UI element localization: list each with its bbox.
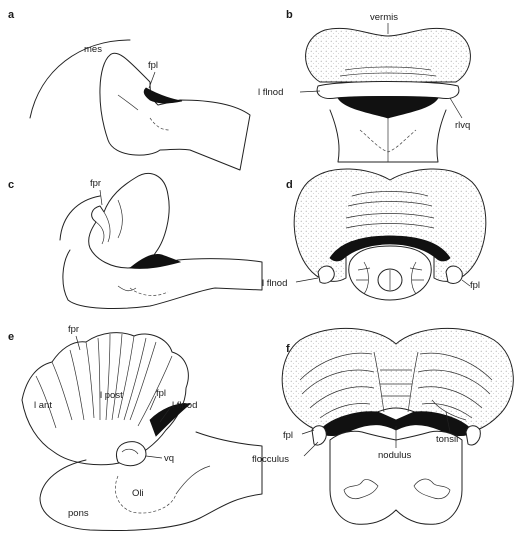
panel-a: a mes fpl (8, 9, 250, 170)
label-vermis: vermis (370, 12, 398, 23)
fourth-ventricle-a (144, 88, 182, 103)
label-oli: Oli (132, 488, 144, 499)
cerebellar-plate-outline (100, 53, 250, 170)
label-fpr-c: fpr (90, 178, 101, 189)
flocculonodular-band-b (317, 82, 459, 99)
label-lant: l ant (34, 400, 52, 411)
fourth-ventricle-c (130, 254, 180, 268)
panel-d-letter: d (286, 179, 293, 191)
panel-f: f fpl flocculus nodulus tonsi (252, 328, 513, 524)
label-fpl-a: fpl (148, 60, 158, 71)
label-flocculus: flocculus (252, 454, 289, 465)
flocculus-left-d (318, 266, 334, 283)
label-lflnod-b: l flnod (258, 87, 283, 98)
cerebellum-body-b (306, 28, 471, 82)
panel-d: d l flnod fpl (262, 169, 486, 300)
panel-a-letter: a (8, 9, 15, 21)
label-fpl-e: fpl (156, 388, 166, 399)
label-lpost: l post (100, 390, 123, 401)
label-lflnod-e: l flnod (172, 400, 197, 411)
panel-e: e fpr fpl l flnod vq l ant l post pons (8, 324, 262, 531)
label-tonsil: tonsil (436, 434, 458, 445)
flocculus-right-f (466, 426, 480, 445)
flocculus-right-d (446, 266, 462, 284)
fourth-ventricle-b (338, 97, 438, 119)
panel-c: c fpr (8, 173, 262, 308)
label-mes: mes (84, 44, 102, 55)
label-vq: vq (164, 453, 174, 464)
panel-b-letter: b (286, 9, 293, 21)
mesencephalon-outline (30, 40, 130, 118)
panel-e-letter: e (8, 331, 14, 343)
flocculonodular-lobe-e (116, 442, 146, 466)
cerebellum-hemispheres-f (282, 328, 513, 432)
label-fpl-f: fpl (283, 430, 293, 441)
label-rlvq: rlvq (455, 120, 470, 131)
panel-b: b vermis l flnod rlvq (258, 9, 470, 162)
flocculus-left-f (312, 426, 326, 445)
label-fpl-d: fpl (470, 280, 480, 291)
label-fpr-e: fpr (68, 324, 79, 335)
label-pons: pons (68, 508, 89, 519)
label-lflnod-d: l flnod (262, 278, 287, 289)
panel-c-letter: c (8, 179, 14, 191)
label-nodulus: nodulus (378, 450, 412, 461)
